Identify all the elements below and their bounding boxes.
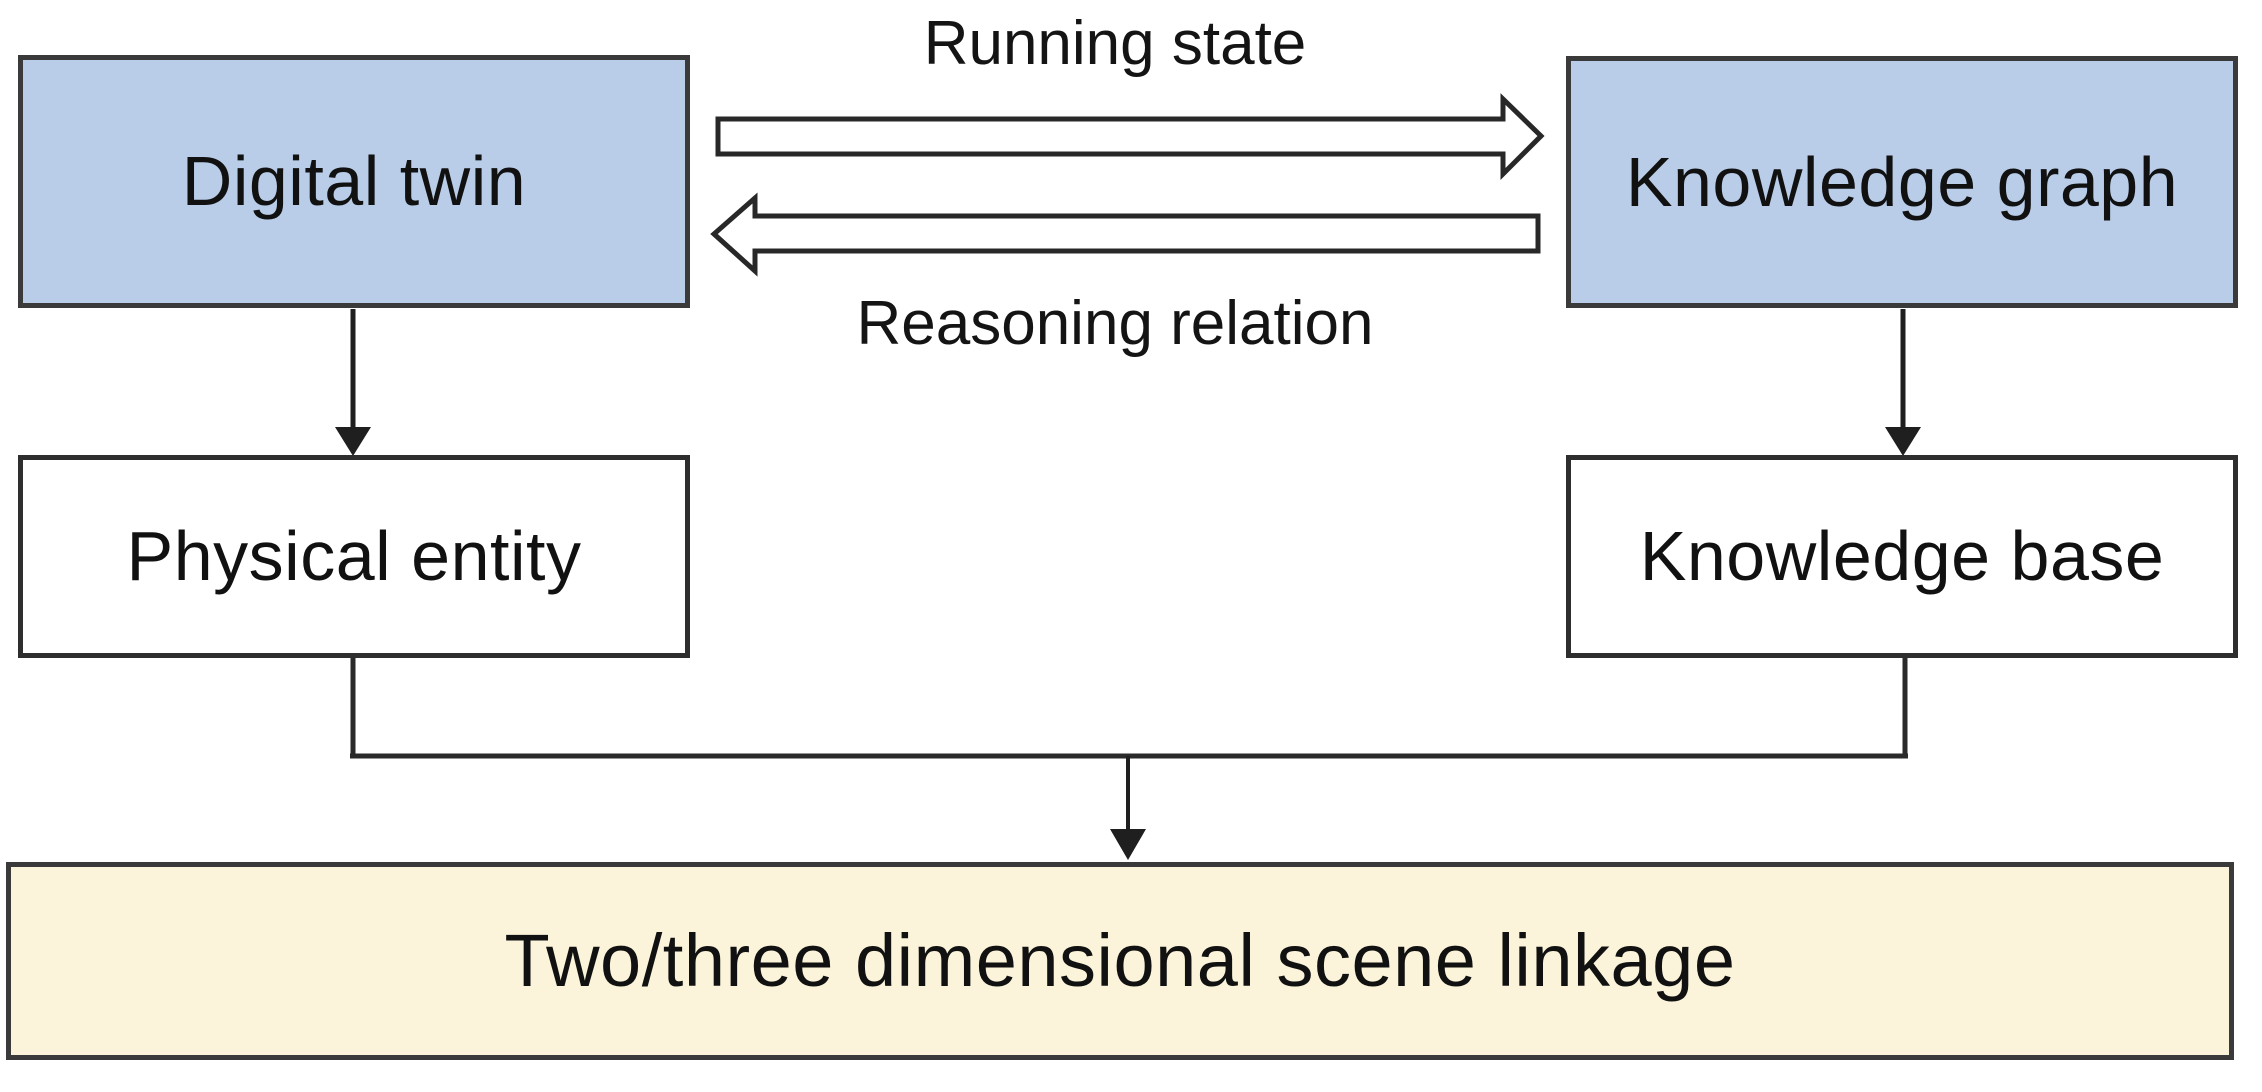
node-physical-entity-label: Physical entity <box>126 517 582 595</box>
node-knowledge-base-label: Knowledge base <box>1639 517 2165 595</box>
node-scene-linkage: Two/three dimensional scene linkage <box>6 862 2234 1060</box>
block-arrow-right-icon <box>715 93 1545 181</box>
block-arrow-left-icon <box>710 192 1541 277</box>
arrow-dt-pe-head-icon <box>335 427 371 456</box>
node-knowledge-base: Knowledge base <box>1566 455 2238 658</box>
node-digital-twin: Digital twin <box>18 55 690 308</box>
node-digital-twin-label: Digital twin <box>181 142 527 220</box>
merge-connector-line <box>350 658 1908 759</box>
arrow-kg-kb-head-icon <box>1885 427 1921 456</box>
node-physical-entity: Physical entity <box>18 455 690 658</box>
node-knowledge-graph: Knowledge graph <box>1566 56 2238 308</box>
edge-label-reasoning-relation: Reasoning relation <box>856 289 1374 358</box>
node-knowledge-graph-label: Knowledge graph <box>1625 142 2179 221</box>
merge-arrow-head-icon <box>1110 829 1146 860</box>
edge-label-running-state: Running state <box>923 9 1307 78</box>
node-scene-linkage-label: Two/three dimensional scene linkage <box>504 919 1736 1003</box>
